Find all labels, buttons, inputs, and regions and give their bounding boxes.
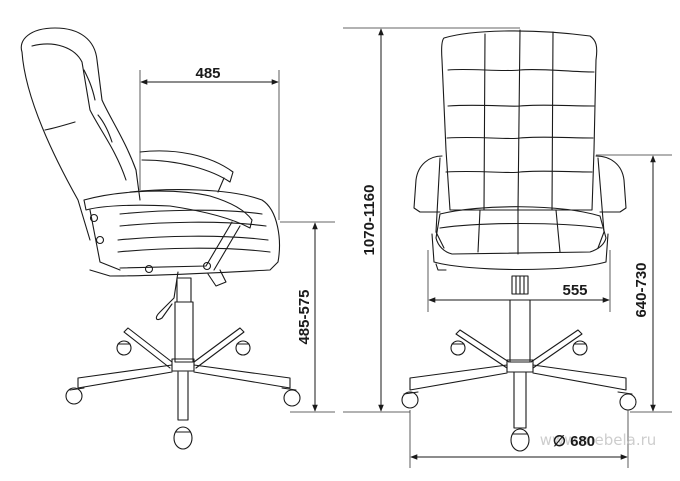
base-diameter-label: ∅ 680: [553, 433, 595, 450]
armrest-height-label: 640-730: [633, 262, 650, 317]
dim-total-height: 1070-1160: [343, 27, 520, 413]
dim-seat-width: 555: [427, 250, 611, 312]
dim-seat-height: 485-575: [280, 221, 335, 413]
side-view-chair: [20, 27, 301, 450]
watermark-text: www.mebela.ru: [540, 431, 657, 449]
dim-base-diameter: www.mebela.ru ∅ 680: [409, 410, 657, 468]
total-height-label: 1070-1160: [361, 185, 378, 256]
seat-height-label: 485-575: [296, 289, 313, 344]
seat-width-label: 555: [562, 282, 587, 299]
dim-armrest-height: 640-730: [596, 154, 672, 413]
seat-depth-label: 485: [195, 65, 220, 82]
front-view-chair: [401, 29, 637, 452]
dim-seat-depth: 485: [139, 65, 280, 220]
